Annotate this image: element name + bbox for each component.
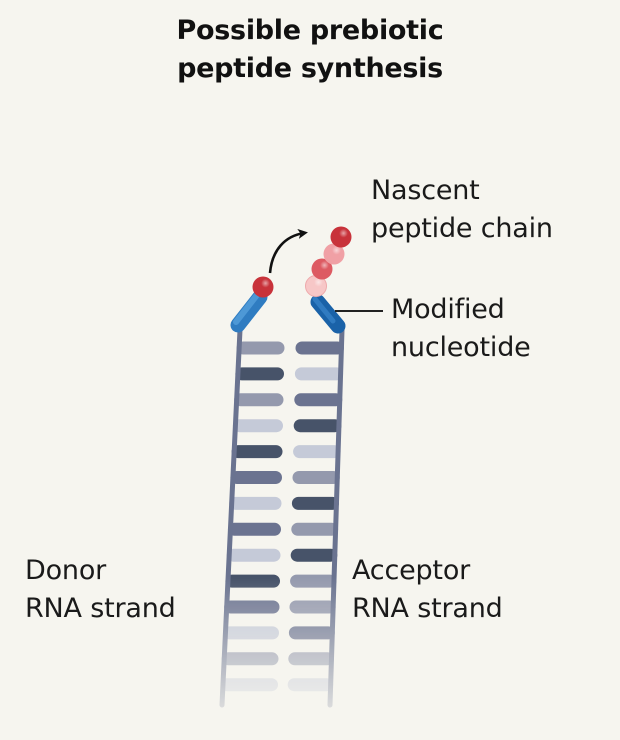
nascent-peptide-label: Nascent peptide chain xyxy=(371,172,553,248)
donor-label-line-1: Donor xyxy=(25,555,107,586)
modified-label-line-2: nucleotide xyxy=(391,332,531,363)
amino-acid-residue-3 xyxy=(323,243,345,265)
donor-strand-label: Donor RNA strand xyxy=(25,552,176,628)
donor-label-line-2: RNA strand xyxy=(25,593,176,624)
rna-double-strand xyxy=(219,327,345,708)
modified-nucleotide-label: Modified nucleotide xyxy=(391,291,531,367)
amino-acid-residue-1 xyxy=(305,275,327,297)
amino-acid-residue-4 xyxy=(330,226,352,248)
donor-terminal-nucleotide-highlight xyxy=(233,292,260,325)
acceptor-strand-label: Acceptor RNA strand xyxy=(352,552,503,628)
title-line-2: peptide synthesis xyxy=(177,53,443,84)
donor-terminal-nucleotide xyxy=(230,289,268,333)
modified-label-line-1: Modified xyxy=(391,294,505,325)
acceptor-strand-backbone xyxy=(327,327,345,708)
amino-acid-residue-2 xyxy=(311,258,333,280)
donor-amino-acid xyxy=(252,276,274,298)
acceptor-label-line-1: Acceptor xyxy=(352,555,471,586)
acceptor-label-line-2: RNA strand xyxy=(352,593,503,624)
nascent-peptide-chain xyxy=(305,226,352,297)
donor-strand-backbone xyxy=(219,327,243,708)
figure-title: Possible prebiotic peptide synthesis xyxy=(0,12,620,88)
nascent-label-line-2: peptide chain xyxy=(371,213,553,244)
modified-nucleotide-highlight xyxy=(312,296,336,324)
base-pairs xyxy=(220,341,344,692)
title-line-1: Possible prebiotic xyxy=(176,15,444,46)
transfer-arrow xyxy=(268,229,308,274)
nascent-label-line-1: Nascent xyxy=(371,175,480,206)
